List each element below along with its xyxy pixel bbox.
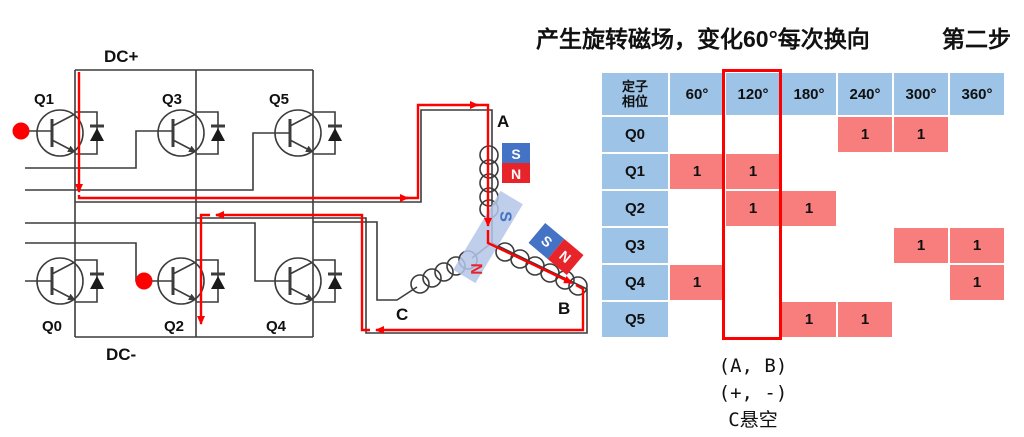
column-header: 60° bbox=[670, 73, 724, 115]
column-header: 180° bbox=[782, 73, 836, 115]
corner-line-2: 相位 bbox=[621, 94, 648, 109]
table-cell bbox=[894, 265, 948, 300]
magnet-a-pole-s: S bbox=[511, 146, 520, 162]
highlight-column-box bbox=[722, 69, 782, 340]
transistor-q2 bbox=[157, 257, 225, 305]
row-label: Q5 bbox=[602, 302, 668, 337]
column-header: 360° bbox=[950, 73, 1004, 115]
table-cell bbox=[838, 228, 892, 263]
table-cell: 1 bbox=[950, 265, 1004, 300]
table-cell bbox=[894, 191, 948, 226]
phase-b-label: B bbox=[558, 299, 570, 318]
row-label: Q2 bbox=[602, 191, 668, 226]
step-label: 第二步 bbox=[942, 26, 1011, 52]
table-cell bbox=[950, 191, 1004, 226]
column-header: 120° bbox=[726, 73, 780, 115]
commutation-table: 定子 相位 60° 120° 180° 240° 300° 360° Q0 1 … bbox=[602, 73, 1004, 337]
magnet-a-pole-n: N bbox=[511, 166, 521, 182]
rotor-magnet: S N bbox=[453, 190, 523, 284]
table-cell bbox=[950, 302, 1004, 337]
transistor-q0 bbox=[36, 257, 104, 305]
stator-magnet-a: S N bbox=[502, 143, 530, 183]
table-cell bbox=[782, 228, 836, 263]
table-cell: 1 bbox=[670, 154, 724, 189]
transistor-q3-label: Q3 bbox=[162, 91, 182, 108]
transistor-q1-label: Q1 bbox=[34, 91, 54, 108]
row-label: Q3 bbox=[602, 228, 668, 263]
corner-line-1: 定子 bbox=[621, 79, 648, 94]
table-cell bbox=[838, 265, 892, 300]
annotation-line-1: (A, B) bbox=[718, 355, 788, 377]
table-cell bbox=[670, 228, 724, 263]
annotation: (A, B) (+, -) C悬空 bbox=[694, 353, 812, 434]
transistor-q1 bbox=[36, 109, 104, 157]
table-cell: 1 bbox=[838, 302, 892, 337]
row-label: Q1 bbox=[602, 154, 668, 189]
dc-bus-wires bbox=[74, 69, 314, 338]
annotation-line-2: (+, -) bbox=[718, 382, 788, 404]
transistor-q0-label: Q0 bbox=[42, 318, 62, 335]
table-cell bbox=[670, 191, 724, 226]
gate-on-dot-q1 bbox=[12, 122, 30, 140]
transistor-q5-label: Q5 bbox=[269, 91, 289, 108]
annotation-line-3: C悬空 bbox=[728, 409, 778, 431]
table-cell: 1 bbox=[782, 302, 836, 337]
table-cell: 1 bbox=[670, 265, 724, 300]
table-cell bbox=[838, 154, 892, 189]
table-cell bbox=[950, 154, 1004, 189]
page-title: 产生旋转磁场，变化60°每次换向 bbox=[536, 26, 870, 52]
table-cell: 1 bbox=[726, 191, 780, 226]
column-header: 240° bbox=[838, 73, 892, 115]
table-cell bbox=[670, 302, 724, 337]
gate-on-dot-q2 bbox=[135, 272, 153, 290]
transistor-q4-label: Q4 bbox=[266, 318, 287, 335]
transistor-q2-label: Q2 bbox=[164, 318, 184, 335]
table-cell bbox=[782, 117, 836, 152]
transistor-q3 bbox=[157, 109, 225, 157]
table-cell bbox=[894, 154, 948, 189]
table-cell bbox=[894, 302, 948, 337]
transistor-q5 bbox=[274, 109, 342, 157]
table-cell bbox=[670, 117, 724, 152]
row-label: Q4 bbox=[602, 265, 668, 300]
stator-magnet-b: S N bbox=[528, 222, 584, 276]
table-cell: 1 bbox=[950, 228, 1004, 263]
table-cell bbox=[950, 117, 1004, 152]
rotor-pole-s: S bbox=[496, 211, 513, 222]
table-cell: 1 bbox=[726, 154, 780, 189]
dc-plus-label: DC+ bbox=[104, 47, 139, 66]
table-cell: 1 bbox=[894, 228, 948, 263]
table-cell: 1 bbox=[782, 191, 836, 226]
dc-minus-label: DC- bbox=[106, 345, 136, 364]
phase-c-label: C bbox=[396, 305, 408, 324]
table-cell bbox=[782, 265, 836, 300]
rotor-pole-n: N bbox=[467, 263, 484, 275]
corner-header: 定子 相位 bbox=[602, 73, 668, 115]
table-cell: 1 bbox=[838, 117, 892, 152]
table-cell bbox=[838, 191, 892, 226]
column-header: 300° bbox=[894, 73, 948, 115]
row-label: Q0 bbox=[602, 117, 668, 152]
table-cell bbox=[782, 154, 836, 189]
motor-coil-b bbox=[495, 242, 588, 296]
table-cell: 1 bbox=[894, 117, 948, 152]
phase-a-label: A bbox=[497, 112, 509, 131]
red-current-path bbox=[75, 72, 585, 334]
transistor-q4 bbox=[274, 257, 342, 305]
